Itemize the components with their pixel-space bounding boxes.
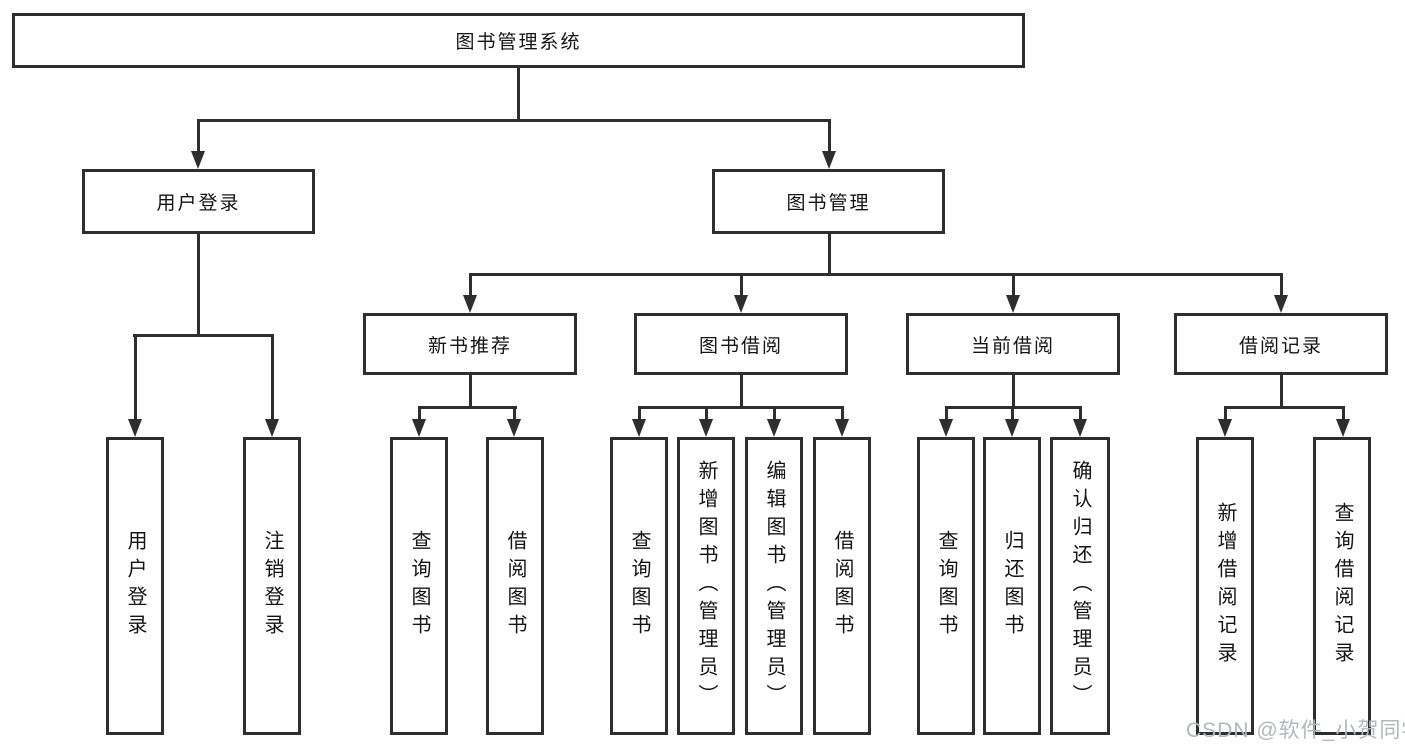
node-label: 新增图书（管理员）: [695, 460, 717, 712]
leaf-edit-book-admin: 编辑图书（管理员）: [745, 437, 803, 735]
connector-vline: [773, 406, 776, 430]
csdn-watermark: CSDN @软件_小贺同学: [1186, 719, 1405, 742]
node-label: 用户登录: [124, 530, 146, 642]
node-label: 新书推荐: [427, 335, 512, 357]
connector-vline: [197, 119, 200, 157]
node-label: 借阅记录: [1238, 335, 1323, 357]
connector-vline: [945, 406, 948, 430]
arrow-down-icon: [939, 419, 953, 437]
arrow-down-icon: [835, 419, 849, 437]
connector-vline: [705, 406, 708, 430]
leaf-confirm-return-admin: 确认归还（管理员）: [1050, 437, 1110, 735]
node-label: 借阅图书: [504, 530, 526, 642]
leaf-borrow-books-borrowing: 借阅图书: [813, 437, 871, 735]
leaf-return-book: 归还图书: [983, 437, 1041, 735]
connector-hline: [469, 273, 1283, 276]
connector-vline: [638, 406, 641, 430]
connector-vline: [469, 273, 472, 303]
node-label: 确认归还（管理员）: [1069, 460, 1091, 712]
connector-vline: [740, 375, 743, 409]
node-label: 查询图书: [628, 530, 650, 642]
connector-vline: [469, 375, 472, 409]
arrow-down-icon: [1005, 419, 1019, 437]
arrow-down-icon: [699, 419, 713, 437]
node-borrow-records: 借阅记录: [1174, 313, 1388, 375]
connector-vline: [1012, 273, 1015, 303]
connector-vline: [1011, 406, 1014, 430]
leaf-query-books-borrowing: 查询图书: [610, 437, 668, 735]
connector-vline: [134, 334, 137, 424]
leaf-add-book-admin: 新增图书（管理员）: [677, 437, 735, 735]
node-user-login: 用户登录: [82, 169, 315, 234]
node-book-borrowing: 图书借阅: [634, 313, 848, 375]
connector-vline: [1012, 375, 1015, 409]
leaf-query-books-recommend: 查询图书: [390, 437, 448, 735]
arrow-down-icon: [507, 419, 521, 437]
connector-vline: [740, 273, 743, 303]
connector-vline: [841, 406, 844, 430]
arrow-down-icon: [822, 151, 836, 169]
arrow-down-icon: [767, 419, 781, 437]
arrow-down-icon: [1274, 295, 1288, 313]
connector-hline: [1224, 406, 1345, 409]
leaf-user-login: 用户登录: [106, 437, 164, 735]
node-library-system: 图书管理系统: [12, 13, 1025, 68]
connector-vline: [271, 334, 274, 424]
arrow-down-icon: [128, 419, 142, 437]
node-label: 图书管理: [786, 193, 871, 214]
connector-vline: [517, 68, 520, 120]
node-label: 用户登录: [156, 193, 241, 214]
node-label: 注销登录: [261, 530, 283, 642]
node-label: 新增借阅记录: [1214, 502, 1236, 670]
arrow-down-icon: [265, 419, 279, 437]
node-label: 借阅图书: [831, 530, 853, 642]
connector-vline: [1342, 406, 1345, 430]
connector-hline: [418, 406, 517, 409]
node-label: 编辑图书（管理员）: [763, 460, 785, 712]
connector-vline: [828, 234, 831, 276]
arrow-down-icon: [632, 419, 646, 437]
leaf-query-borrow-record: 查询借阅记录: [1313, 437, 1371, 735]
node-label: 归还图书: [1001, 530, 1023, 642]
leaf-add-borrow-record: 新增借阅记录: [1196, 437, 1254, 735]
connector-vline: [1280, 375, 1283, 409]
arrow-down-icon: [412, 419, 426, 437]
arrow-down-icon: [1336, 419, 1350, 437]
connector-vline: [1280, 273, 1283, 303]
node-new-book-recommend: 新书推荐: [363, 313, 577, 375]
leaf-borrow-books-recommend: 借阅图书: [486, 437, 544, 735]
connector-hline: [133, 334, 274, 337]
arrow-down-icon: [463, 295, 477, 313]
connector-vline: [513, 406, 516, 430]
arrow-down-icon: [1073, 419, 1087, 437]
arrow-down-icon: [191, 151, 205, 169]
node-label: 当前借阅: [970, 335, 1055, 357]
connector-hline: [638, 406, 844, 409]
connector-vline: [197, 234, 200, 336]
connector-vline: [828, 119, 831, 157]
arrow-down-icon: [1006, 295, 1020, 313]
node-label: 图书管理系统: [455, 32, 582, 53]
node-label: 查询图书: [935, 530, 957, 642]
connector-vline: [1224, 406, 1227, 430]
connector-vline: [1079, 406, 1082, 430]
node-current-borrowing: 当前借阅: [906, 313, 1120, 375]
leaf-query-books-current: 查询图书: [917, 437, 975, 735]
connector-hline: [197, 119, 831, 122]
arrow-down-icon: [1218, 419, 1232, 437]
connector-vline: [418, 406, 421, 430]
node-label: 查询图书: [408, 530, 430, 642]
arrow-down-icon: [734, 295, 748, 313]
node-book-management: 图书管理: [712, 169, 945, 234]
node-label: 图书借阅: [698, 335, 783, 357]
node-label: 查询借阅记录: [1331, 502, 1353, 670]
leaf-logout: 注销登录: [243, 437, 301, 735]
